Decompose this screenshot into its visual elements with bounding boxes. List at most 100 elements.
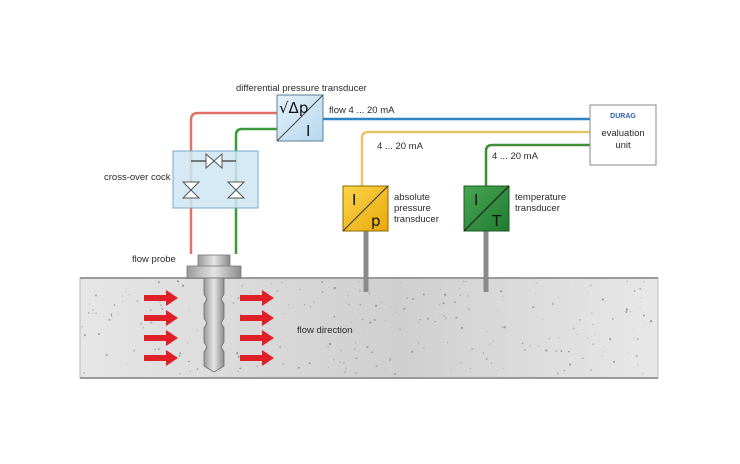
- duct-speckle: [309, 305, 312, 308]
- duct-speckle: [92, 309, 94, 311]
- duct-speckle: [313, 330, 315, 333]
- duct-speckle: [105, 353, 108, 357]
- duct-speckle: [642, 372, 644, 375]
- duct-speckle: [236, 352, 239, 355]
- duct-speckle: [642, 314, 645, 317]
- duct-speckle: [490, 362, 493, 364]
- duct-speckle: [189, 371, 191, 373]
- duct-speckle: [269, 328, 271, 330]
- duct-speckle: [234, 370, 236, 372]
- duct-speckle: [613, 360, 615, 363]
- flow-arrow: [240, 350, 274, 366]
- duct-speckle: [395, 311, 397, 313]
- temp-symbol-top: I: [474, 191, 478, 209]
- duct-speckle: [249, 292, 251, 294]
- duct-speckle: [557, 297, 560, 299]
- abs-transducer-label-3: transducer: [394, 214, 439, 225]
- duct-speckle: [587, 337, 589, 339]
- abs-transducer-label-1: absolute: [394, 192, 430, 203]
- duct-speckle: [626, 351, 628, 353]
- duct-speckle: [589, 284, 592, 287]
- duct-speckle: [232, 302, 235, 305]
- temp-signal-line: [484, 143, 590, 186]
- duct-speckle: [465, 280, 467, 282]
- flow-arrow: [144, 330, 178, 346]
- duct-speckle: [492, 340, 495, 342]
- duct-speckle: [417, 322, 419, 323]
- duct-speckle: [159, 301, 161, 303]
- duct-speckle: [635, 354, 638, 358]
- duct-speckle: [582, 357, 584, 360]
- duct-speckle: [503, 326, 506, 329]
- dp-symbol-bottom: I: [306, 122, 310, 140]
- duct-speckle: [181, 284, 185, 287]
- duct-speckle: [179, 372, 181, 375]
- duct-speckle: [639, 307, 641, 309]
- duct-speckle: [639, 287, 642, 290]
- duct-speckle: [403, 307, 406, 310]
- duct-speckle: [342, 331, 346, 335]
- duct-speckle: [500, 290, 503, 293]
- duct-speckle: [640, 297, 642, 299]
- duct-speckle: [502, 368, 504, 370]
- duct-speckle: [489, 343, 491, 345]
- duct-speckle: [320, 331, 322, 333]
- duct-speckle: [136, 299, 139, 303]
- duct-speckle: [459, 294, 462, 297]
- duct-speckle: [288, 304, 290, 306]
- duct-speckle: [368, 292, 371, 295]
- duct-speckle: [313, 301, 316, 303]
- duct-speckle: [447, 342, 449, 344]
- flow-direction-label: flow direction: [297, 325, 352, 336]
- duct-speckle: [443, 293, 447, 296]
- duct-speckle: [439, 288, 441, 290]
- flow-arrow: [144, 310, 178, 326]
- dp-transducer-diagonal: [276, 94, 324, 142]
- duct-speckle: [340, 349, 342, 352]
- temp-transducer-diagonal: [463, 185, 510, 232]
- duct-speckle: [535, 293, 537, 295]
- flow-arrow: [240, 330, 274, 346]
- duct-speckle: [343, 362, 345, 364]
- duct-speckle: [591, 324, 594, 326]
- duct-speckle: [579, 319, 581, 321]
- duct-speckle: [438, 304, 441, 306]
- duct-speckle: [321, 290, 324, 293]
- duct-speckle: [196, 368, 199, 370]
- duct-speckle: [339, 361, 342, 363]
- duct-speckle: [176, 280, 180, 283]
- duct-speckle: [366, 346, 369, 349]
- duct-speckle: [431, 316, 433, 318]
- flow-arrow: [144, 290, 178, 306]
- duct-speckle: [239, 313, 242, 315]
- temp-symbol-bottom: T: [491, 212, 502, 230]
- duct-speckle: [611, 317, 614, 320]
- duct-speckle: [587, 292, 589, 294]
- duct-speckle: [591, 312, 593, 314]
- cock-valve-left-icon: [181, 181, 201, 199]
- duct-speckle: [603, 351, 605, 353]
- duct-speckle: [375, 364, 378, 368]
- duct-speckle: [545, 349, 548, 352]
- duct-speckle: [219, 369, 221, 371]
- flow-arrows: [144, 290, 274, 366]
- duct-speckle: [223, 325, 225, 327]
- duct-speckle: [393, 373, 396, 376]
- duct-speckle: [321, 281, 324, 283]
- flow-arrow: [144, 350, 178, 366]
- duct-speckle: [524, 349, 527, 352]
- duct-speckle: [412, 298, 415, 300]
- duct-speckle: [384, 369, 386, 371]
- duct-speckle: [572, 327, 575, 330]
- duct-speckle: [643, 281, 645, 282]
- flow-signal-label: flow 4 ... 20 mA: [329, 105, 395, 116]
- duct-speckle: [321, 331, 324, 334]
- duct-speckle: [92, 312, 94, 314]
- duct-speckle: [466, 294, 469, 297]
- duct-speckle: [153, 348, 157, 351]
- duct-speckle: [113, 304, 116, 306]
- duct-speckle: [351, 330, 354, 333]
- duct-speckle: [406, 297, 409, 300]
- duct-speckle: [354, 348, 356, 350]
- duct-speckle: [535, 282, 538, 285]
